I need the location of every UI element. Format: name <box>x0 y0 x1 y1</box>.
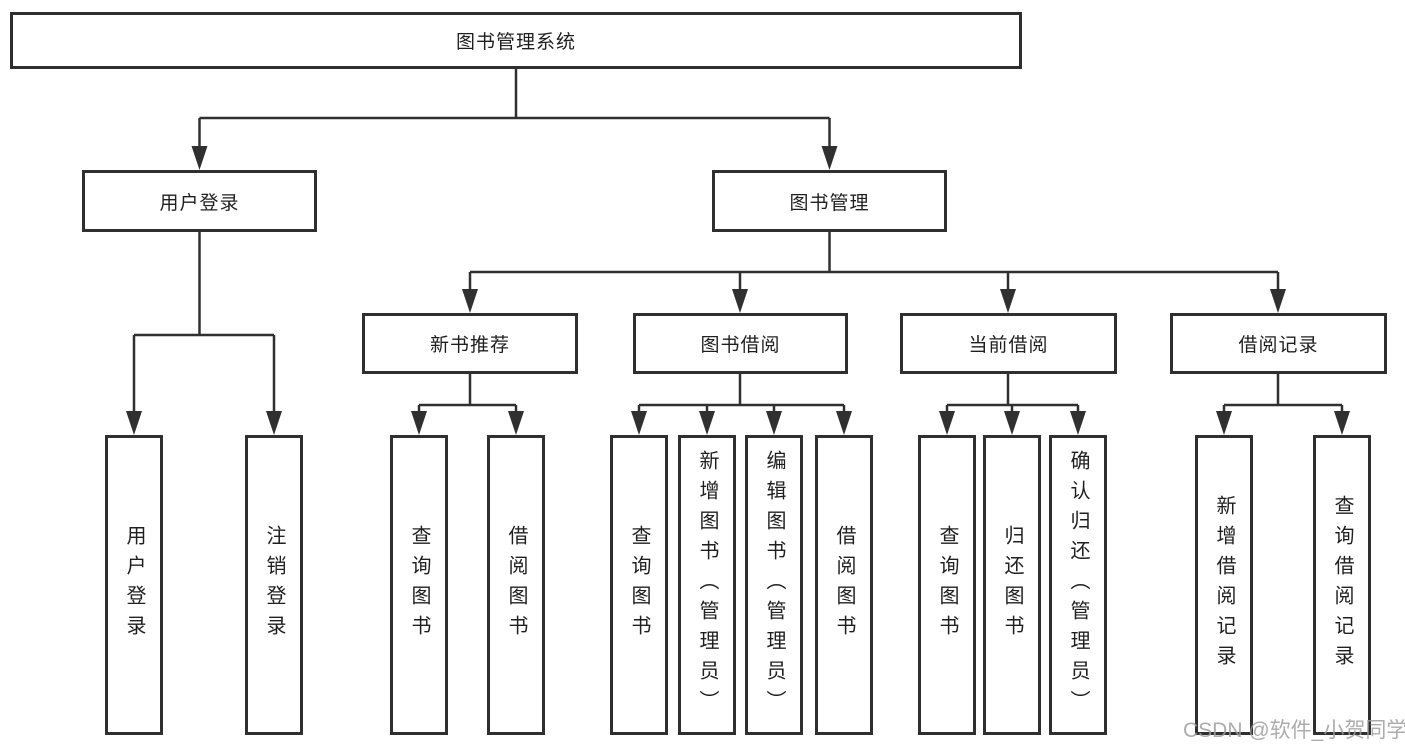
node-label: 注销登录 <box>263 525 285 645</box>
node-label: 归还图书 <box>1001 525 1023 645</box>
node-label: 编辑图书（管理员） <box>763 450 785 720</box>
node-label: 借阅记录 <box>1238 335 1319 356</box>
node-label: 用户登录 <box>123 525 145 645</box>
node-label: 图书管理系统 <box>455 32 576 53</box>
leaf-query-books-recommend: 查询图书 <box>390 435 448 735</box>
node-label: 新增借阅记录 <box>1213 495 1235 675</box>
node-label: 借阅图书 <box>505 525 527 645</box>
node-label: 确认归还（管理员） <box>1067 450 1089 720</box>
node-label: 借阅图书 <box>833 525 855 645</box>
node-label: 图书管理 <box>789 192 870 214</box>
leaf-user-login: 用户登录 <box>105 435 163 735</box>
node-label: 新增图书（管理员） <box>696 450 718 720</box>
node-borrowing-records: 借阅记录 <box>1170 313 1387 374</box>
node-new-book-recommendation: 新书推荐 <box>362 313 578 374</box>
node-label: 当前借阅 <box>968 335 1049 356</box>
node-book-management: 图书管理 <box>712 170 947 232</box>
leaf-return-books: 归还图书 <box>983 435 1041 735</box>
leaf-query-books-borrowing: 查询图书 <box>610 435 668 735</box>
node-user-login: 用户登录 <box>82 170 317 232</box>
node-label: 查询图书 <box>936 525 958 645</box>
node-current-borrowing: 当前借阅 <box>900 313 1117 374</box>
node-label: 查询图书 <box>408 525 430 645</box>
node-book-borrowing: 图书借阅 <box>633 313 848 374</box>
arrowhead-icons <box>126 146 1350 435</box>
leaf-confirm-return-admin: 确认归还（管理员） <box>1049 435 1107 735</box>
leaf-borrow-books-recommend: 借阅图书 <box>487 435 545 735</box>
leaf-query-books-current: 查询图书 <box>918 435 976 735</box>
csdn-watermark: CSDN @软件_小贺同学 <box>1183 719 1405 742</box>
leaf-borrow-books: 借阅图书 <box>815 435 873 735</box>
leaf-logout: 注销登录 <box>245 435 303 735</box>
node-label: 新书推荐 <box>429 335 510 356</box>
node-label: 用户登录 <box>159 192 240 214</box>
leaf-add-borrowing-record: 新增借阅记录 <box>1195 435 1253 735</box>
node-library-management-system: 图书管理系统 <box>10 12 1022 69</box>
node-label: 查询图书 <box>628 525 650 645</box>
node-label: 图书借阅 <box>700 335 781 356</box>
node-label: 查询借阅记录 <box>1331 495 1353 675</box>
leaf-edit-books-admin: 编辑图书（管理员） <box>745 435 803 735</box>
leaf-add-books-admin: 新增图书（管理员） <box>678 435 736 735</box>
leaf-query-borrowing-record: 查询借阅记录 <box>1313 435 1371 735</box>
